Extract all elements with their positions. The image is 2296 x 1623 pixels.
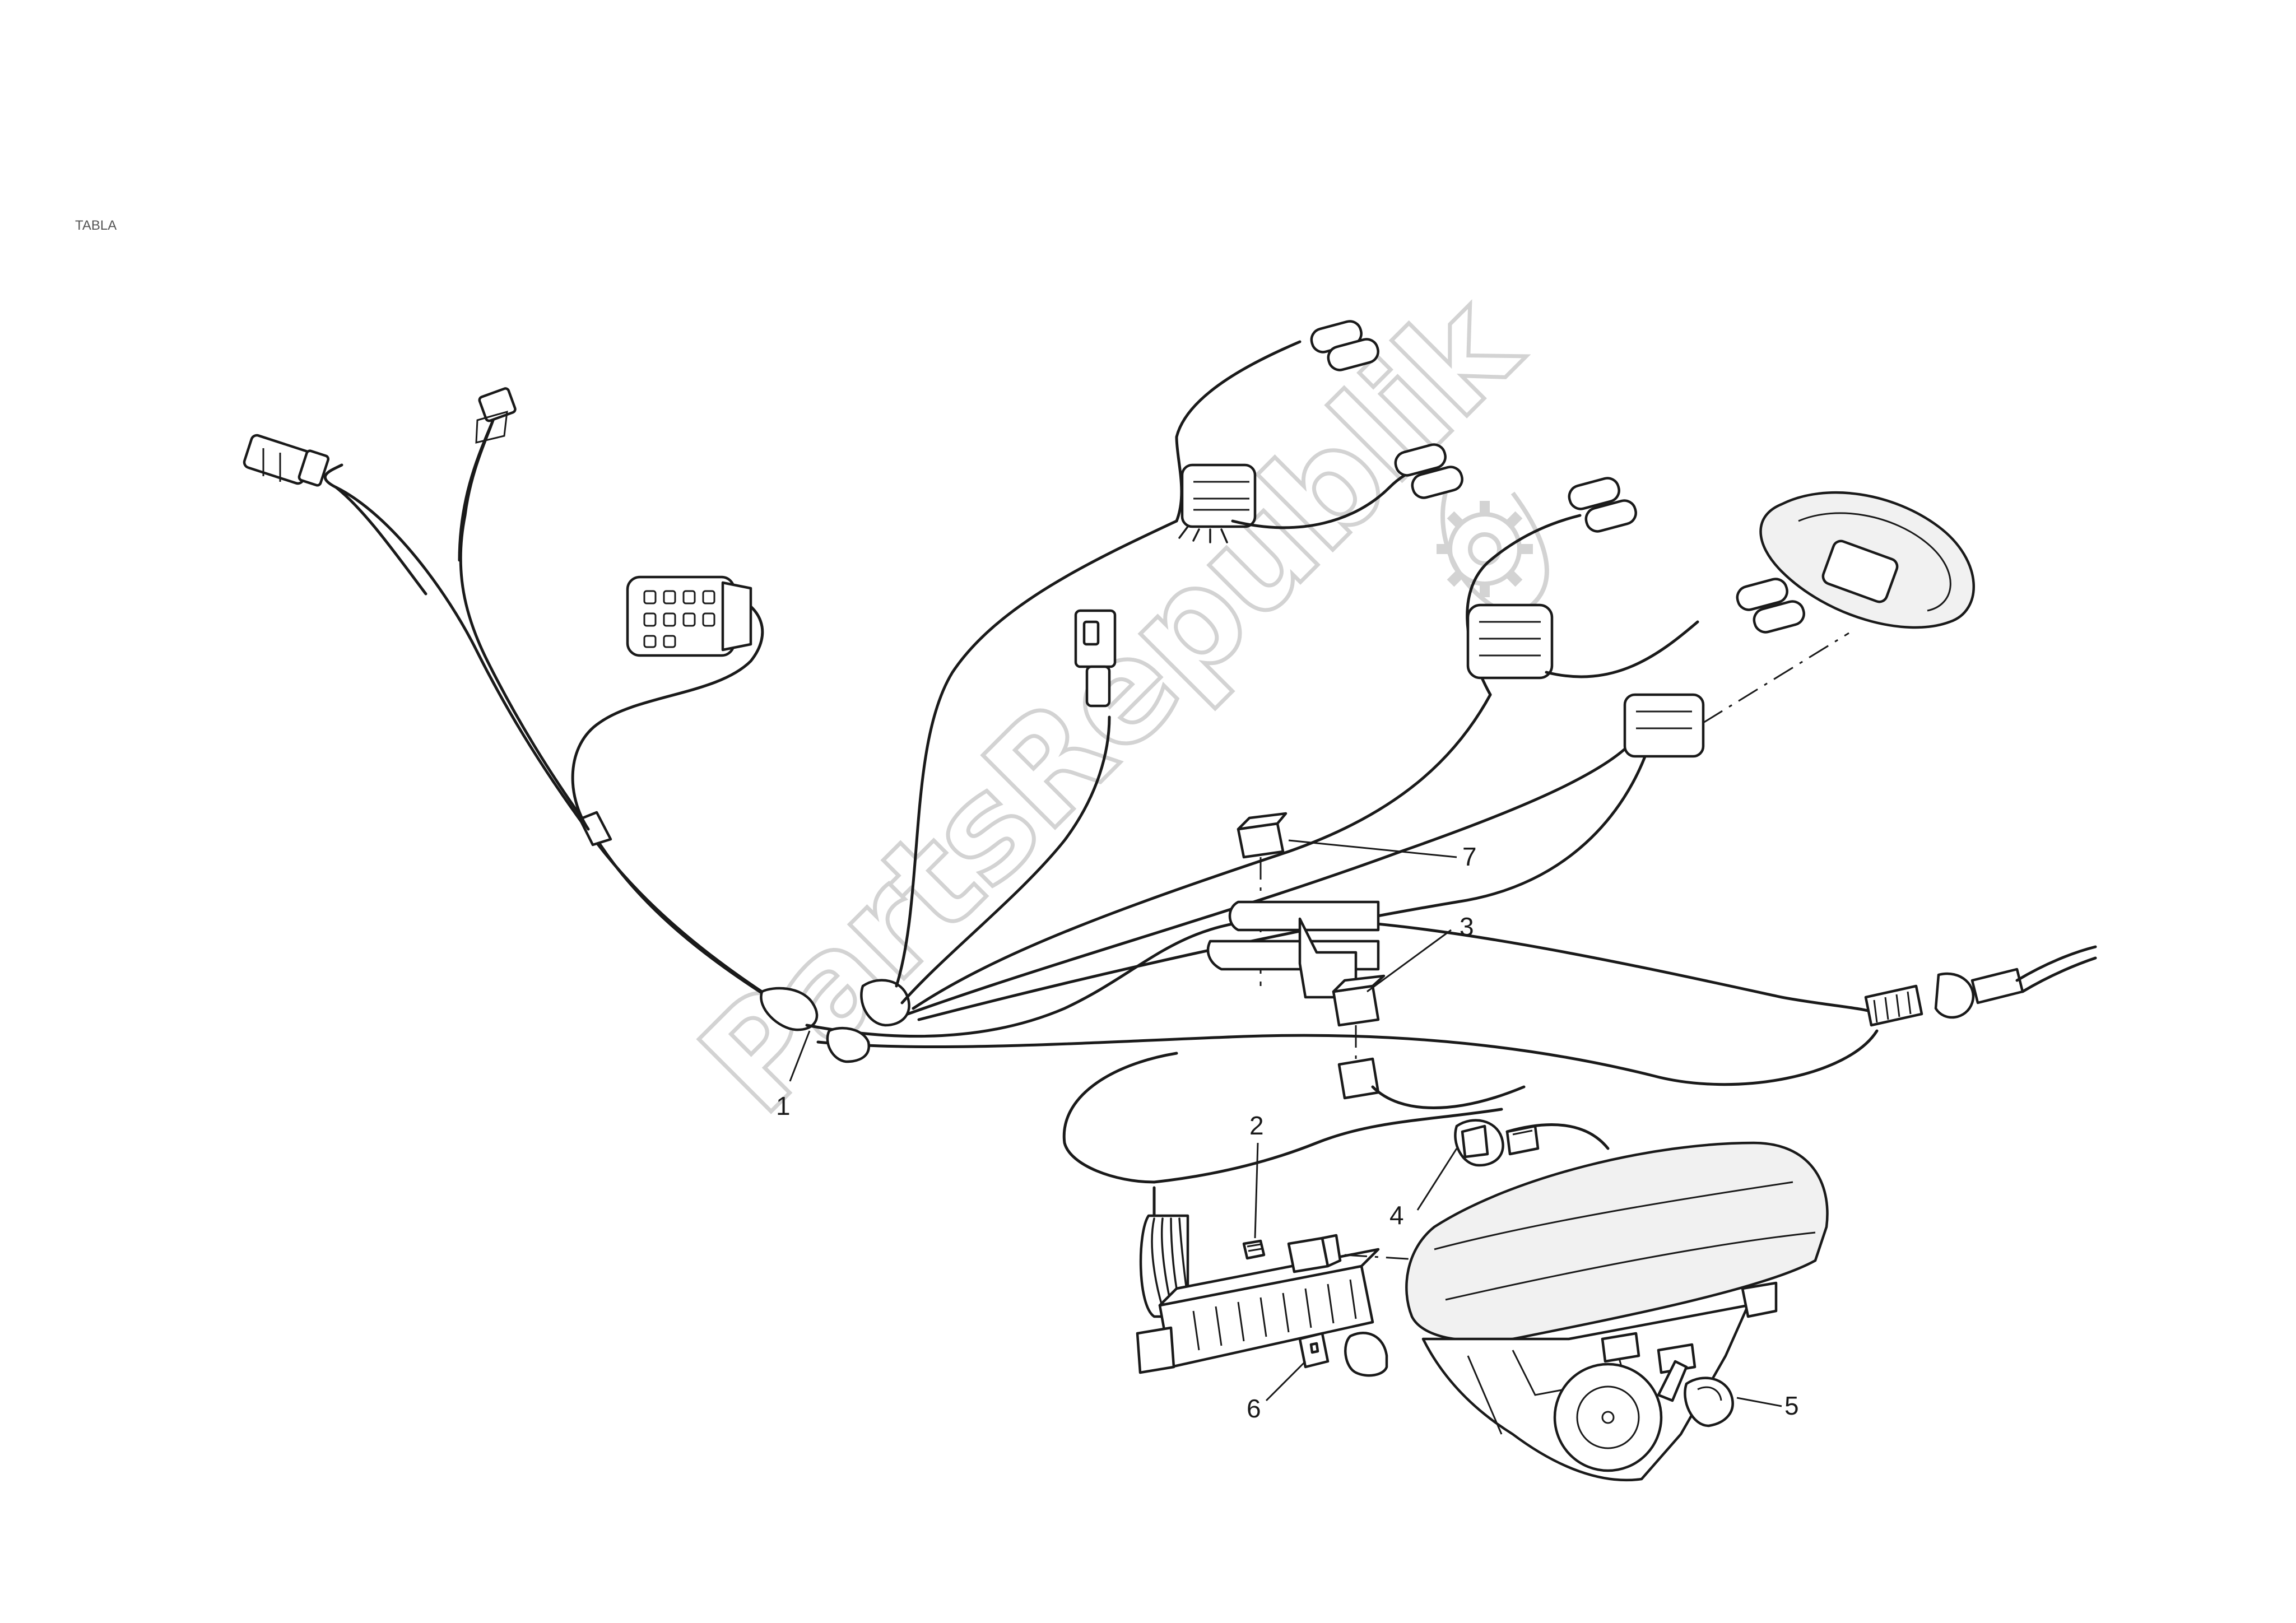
gear-icon	[1437, 501, 1533, 597]
bullet-connectors-right	[1568, 477, 1805, 634]
fuse-box-harness	[1062, 1052, 1503, 1217]
callout-2: 2	[1249, 1111, 1264, 1140]
callout-5: 5	[1784, 1391, 1799, 1420]
headlight-connector	[1864, 945, 2097, 1027]
ten-pin-connector	[626, 575, 752, 657]
fuse	[1298, 1332, 1330, 1369]
callout-1: 1	[776, 1091, 791, 1120]
right-multi-connector	[1466, 514, 1699, 696]
callout-6: 6	[1247, 1394, 1261, 1423]
small-2pin-connector	[1074, 609, 1117, 708]
horn-connector	[1454, 1119, 1610, 1167]
instrument-panel	[1759, 491, 1975, 629]
relay-3	[1332, 974, 1386, 1064]
callout-4: 4	[1389, 1201, 1404, 1230]
callout-7: 7	[1462, 842, 1477, 871]
fuse-clip	[1287, 1234, 1435, 1273]
speedometer-connector	[1623, 632, 1849, 758]
left-4pin-connector	[243, 434, 427, 596]
callouts: 1 2 3 4 5 6 7	[776, 839, 1799, 1423]
screw	[1242, 1239, 1266, 1260]
bullet-connectors-top	[1310, 320, 1463, 499]
fuse-box	[1136, 1214, 1380, 1374]
callout-3: 3	[1460, 912, 1474, 941]
mounting-bracket	[1206, 900, 1380, 999]
left-2pin-connector	[458, 387, 517, 562]
rubber-grommet	[1684, 1376, 1734, 1427]
relay-socket	[1337, 1057, 1526, 1109]
headlight-assembly	[1405, 1141, 1829, 1482]
relay-7	[1237, 812, 1288, 986]
corner-label: TABLA	[75, 218, 117, 233]
fuse-cap	[1344, 1331, 1388, 1377]
